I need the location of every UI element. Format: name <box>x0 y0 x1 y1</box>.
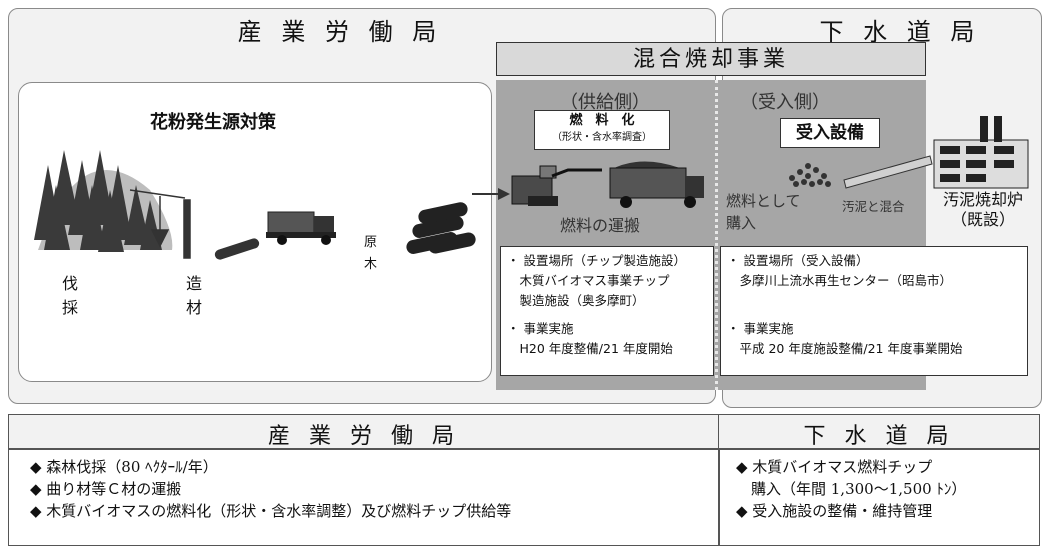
sewerage-task-3: ◆ 受入施設の整備・維持管理 <box>736 502 933 520</box>
receiving-facility-box: 受入設備 <box>780 118 880 148</box>
felling-icon <box>129 189 191 259</box>
log-icon <box>214 238 260 260</box>
sewerage-task-2: 購入（年間 1,300〜1,500 ﾄﾝ） <box>736 480 967 498</box>
transport-label: 燃料の運搬 <box>560 216 641 235</box>
illustrations <box>34 116 1029 260</box>
industry-task-2: ◆ 曲り材等Ｃ材の運搬 <box>30 480 182 498</box>
supply-side-label: （供給側） <box>560 92 650 113</box>
receive-info-box: ・ 設置場所（受入設備） 多摩川上流水再生センター（昭島市） ・ 事業実施 平成… <box>720 246 1028 376</box>
pollen-title: 花粉発生源対策 <box>150 112 276 133</box>
industry-task-1: ◆ 森林伐採（80 ﾍｸﾀｰﾙ/年） <box>30 458 218 476</box>
log-char-2: 木 <box>364 257 378 272</box>
buy-label-line1: 燃料として <box>726 192 801 210</box>
fuel-box-title: 燃 料 化 <box>569 113 635 128</box>
truck-icon <box>266 211 336 245</box>
industry-task-3: ◆ 木質バイオマスの燃料化（形状・含水率調整）及び燃料チップ供給等 <box>30 502 512 520</box>
bottom-sewerage-header: 下 水 道 局 <box>803 424 955 449</box>
making-char-1: 造 <box>186 274 203 293</box>
industry-task-list: ◆ 森林伐採（80 ﾍｸﾀｰﾙ/年） ◆ 曲り材等Ｃ材の運搬 ◆ 木質バイオマス… <box>30 456 511 522</box>
chip-pile-icon <box>789 163 831 187</box>
supply-info-2: 木質バイオマス事業チップ <box>507 273 670 288</box>
bottom-right-header-cell <box>718 414 1040 450</box>
logging-label: 伐 採 <box>62 272 78 320</box>
logging-char-2: 採 <box>62 298 79 317</box>
divider-line <box>715 80 718 390</box>
fuel-box-sub: （形状・含水率調査） <box>552 132 652 143</box>
sewerage-header: 下 水 道 局 <box>819 18 981 46</box>
sewerage-task-list: ◆ 木質バイオマス燃料チップ 購入（年間 1,300〜1,500 ﾄﾝ） ◆ 受… <box>736 456 966 522</box>
project-title: 混合焼却事業 <box>496 42 926 76</box>
receive-info-3: ・ 事業実施 <box>727 321 794 336</box>
flow-arrow-icon <box>472 188 510 200</box>
factory-icon <box>933 116 1029 189</box>
chip-truck-icon <box>609 161 704 208</box>
sewerage-task-1: ◆ 木質バイオマス燃料チップ <box>736 458 933 476</box>
bottom-left-header-cell <box>8 414 720 450</box>
logging-char-1: 伐 <box>62 274 79 293</box>
mix-label: 汚泥と混合 <box>842 199 905 214</box>
incinerator-label-line1: 汚泥焼却炉 <box>942 190 1023 209</box>
receive-info-2: 多摩川上流水再生センター（昭島市） <box>727 273 953 288</box>
industry-header: 産 業 労 働 局 <box>237 18 443 46</box>
receive-side-label: （受入側） <box>740 92 830 113</box>
supply-info-box: ・ 設置場所（チップ製造施設） 木質バイオマス事業チップ 製造施設（奥多摩町） … <box>500 246 714 376</box>
log-label: 原 木 <box>364 232 377 276</box>
making-label: 造 材 <box>186 272 202 320</box>
supply-info-1: ・ 設置場所（チップ製造施設） <box>507 253 686 268</box>
supply-info-4: ・ 事業実施 <box>507 321 574 336</box>
incinerator-label-line2: （既設） <box>950 210 1015 229</box>
forest-icon <box>34 150 173 252</box>
conveyor-icon <box>843 155 933 189</box>
log-pile-icon <box>406 202 476 254</box>
bottom-industry-header: 産 業 労 働 局 <box>268 424 460 449</box>
making-char-2: 材 <box>186 298 203 317</box>
supply-info-3: 製造施設（奥多摩町） <box>507 293 645 308</box>
supply-info-5: H20 年度整備/21 年度開始 <box>507 341 673 356</box>
fuel-conversion-box: 燃 料 化 （形状・含水率調査） <box>534 110 670 150</box>
receive-info-1: ・ 設置場所（受入設備） <box>727 253 869 268</box>
incinerator-label: 汚泥焼却炉 （既設） <box>930 190 1036 230</box>
receive-info-4: 平成 20 年度施設整備/21 年度事業開始 <box>727 341 963 356</box>
buy-label-line2: 購入 <box>726 214 757 232</box>
buy-label: 燃料として 購入 <box>726 190 801 234</box>
chipper-icon <box>511 165 602 206</box>
log-char-1: 原 <box>364 235 378 250</box>
